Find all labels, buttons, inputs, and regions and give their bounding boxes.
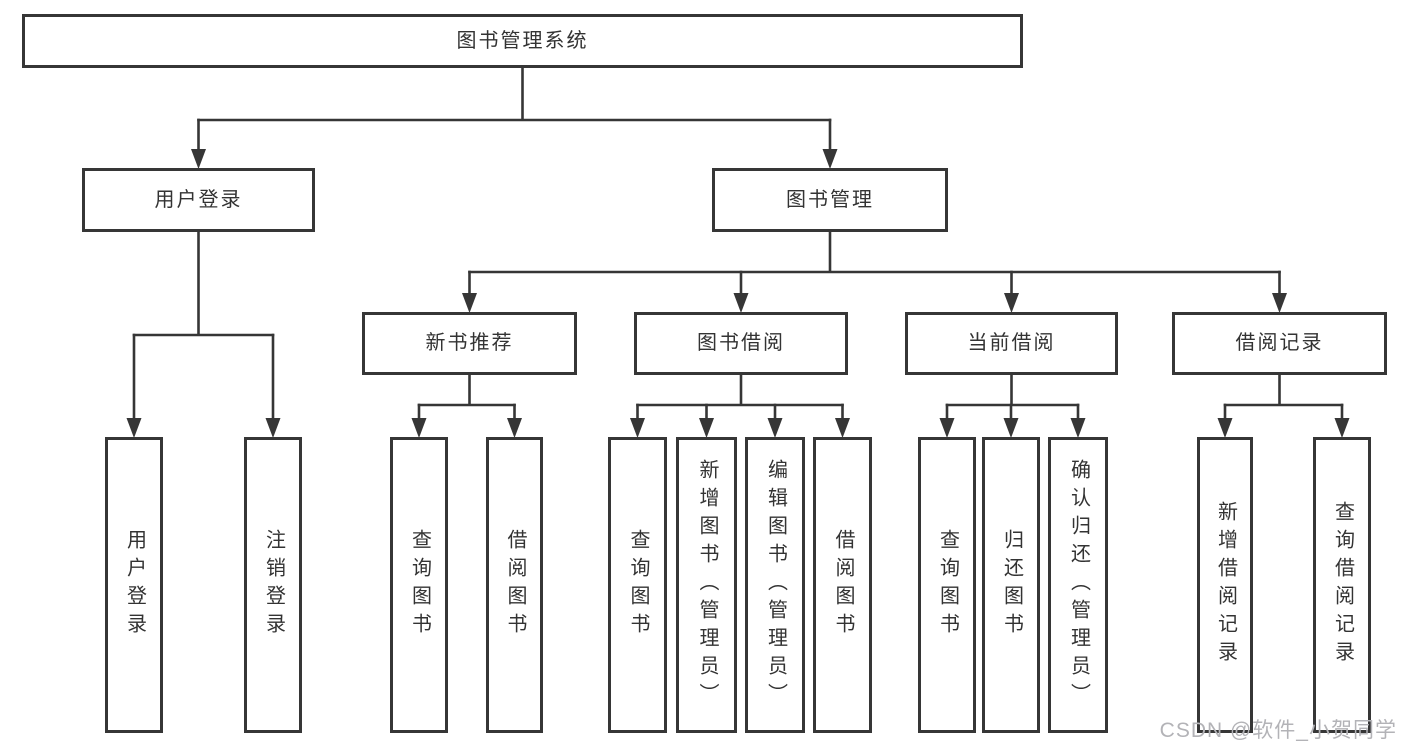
connector-arrowhead xyxy=(939,418,955,438)
diagram-node-recommend-query-books: 查询图书 xyxy=(390,437,448,733)
diagram-node-label: 查询图书 xyxy=(936,529,959,641)
diagram-node-logout-leaf: 注销登录 xyxy=(244,437,302,733)
diagram-node-recommend-borrow-books: 借阅图书 xyxy=(486,437,543,733)
diagram-node-borrowing-query-books: 查询图书 xyxy=(608,437,667,733)
connector-arrowhead xyxy=(835,418,850,438)
diagram-node-user-login: 用户登录 xyxy=(82,168,315,232)
connector-arrowhead xyxy=(1272,293,1287,313)
diagram-node-label: 归还图书 xyxy=(1000,529,1023,641)
diagram-node-new-book-recommend: 新书推荐 xyxy=(362,312,577,375)
diagram-node-current-return-books: 归还图书 xyxy=(982,437,1040,733)
diagram-node-borrowing-records: 借阅记录 xyxy=(1172,312,1387,375)
diagram-node-records-query-record: 查询借阅记录 xyxy=(1313,437,1371,733)
diagram-node-label: 查询图书 xyxy=(627,529,649,641)
connector-arrowhead xyxy=(462,293,477,313)
connector-arrowhead xyxy=(630,418,645,438)
diagram-node-label: 图书管理 xyxy=(786,188,874,211)
diagram-node-current-query-books: 查询图书 xyxy=(918,437,976,733)
connector-arrowhead xyxy=(126,418,142,438)
diagram-node-system-root: 图书管理系统 xyxy=(22,14,1023,68)
diagram-node-label: 新增借阅记录 xyxy=(1214,501,1237,669)
diagram-node-label: 确认归还（管理员） xyxy=(1067,459,1090,711)
connector-arrowhead xyxy=(265,418,281,438)
connector-arrowhead xyxy=(699,418,714,438)
diagram-node-records-add-record: 新增借阅记录 xyxy=(1197,437,1253,733)
diagram-node-label: 图书借阅 xyxy=(697,332,785,354)
diagram-node-label: 借阅记录 xyxy=(1235,332,1324,354)
diagram-node-book-management: 图书管理 xyxy=(712,168,948,232)
connector-arrowhead xyxy=(1070,418,1086,438)
diagram-node-user-login-leaf: 用户登录 xyxy=(105,437,163,733)
diagram-node-current-confirm-return: 确认归还（管理员） xyxy=(1048,437,1108,733)
diagram-node-label: 新书推荐 xyxy=(425,332,514,354)
diagram-node-label: 编辑图书（管理员） xyxy=(764,459,787,711)
connector-arrowhead xyxy=(191,149,206,169)
diagram-node-borrowing-edit-books: 编辑图书（管理员） xyxy=(745,437,805,733)
diagram-node-label: 注销登录 xyxy=(262,529,285,641)
diagram-node-label: 新增图书（管理员） xyxy=(696,459,718,711)
diagram-node-label: 查询图书 xyxy=(408,529,431,641)
connector-arrowhead xyxy=(411,418,427,438)
diagram-node-book-borrowing: 图书借阅 xyxy=(634,312,848,375)
diagram-node-current-borrowing: 当前借阅 xyxy=(905,312,1118,375)
connector-arrowhead xyxy=(1003,418,1019,438)
diagram-node-label: 用户登录 xyxy=(154,188,243,211)
connector-arrowhead xyxy=(822,149,838,169)
connector-arrowhead xyxy=(507,418,522,438)
connector-arrowhead xyxy=(1004,293,1019,313)
diagram-node-label: 借阅图书 xyxy=(504,529,526,641)
diagram-node-borrowing-borrow-books: 借阅图书 xyxy=(813,437,872,733)
watermark: CSDN @软件_小贺同学 xyxy=(1159,719,1397,742)
connector-arrowhead xyxy=(1217,418,1233,438)
diagram-node-label: 用户登录 xyxy=(123,529,146,641)
diagram-node-label: 当前借阅 xyxy=(967,332,1056,354)
diagram-node-borrowing-add-books: 新增图书（管理员） xyxy=(676,437,737,733)
diagram-node-label: 借阅图书 xyxy=(832,529,854,641)
diagram-node-label: 查询借阅记录 xyxy=(1331,501,1354,669)
connector-arrowhead xyxy=(733,293,749,313)
diagram-node-label: 图书管理系统 xyxy=(456,29,589,52)
connector-arrowhead xyxy=(1334,418,1350,438)
connector-arrowhead xyxy=(767,418,783,438)
